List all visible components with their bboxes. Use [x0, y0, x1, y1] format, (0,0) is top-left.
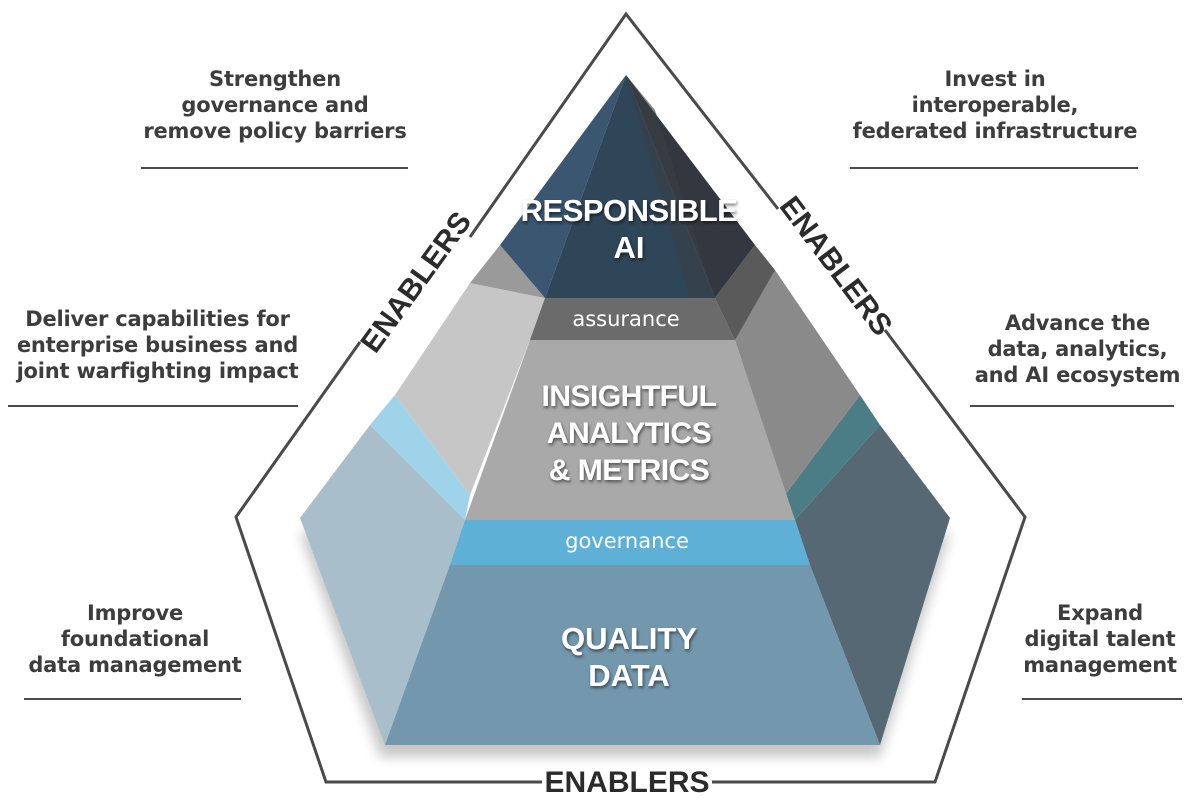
pyramid-labels: RESPONSIBLE AI INSIGHTFUL ANALYTICS & ME…: [521, 193, 738, 693]
enabler-line: foundational: [60, 627, 210, 651]
enabler-line: joint warfighting impact: [16, 359, 299, 383]
front-bottom: [385, 565, 880, 745]
right-face-bottom: [795, 425, 950, 745]
enabler-top-left: Strengthen governance and remove policy …: [120, 66, 430, 144]
enabler-line: Advance the: [1004, 311, 1151, 335]
enabler-line: interoperable,: [911, 93, 1079, 117]
enabler-line: governance and: [181, 93, 369, 117]
left-face-bottom: [300, 425, 465, 745]
layer-bottom-line2: DATA: [588, 658, 670, 693]
enabler-line: and AI ecosystem: [974, 363, 1181, 387]
divider-top-right: [850, 167, 1138, 169]
enabler-line: Strengthen: [209, 67, 341, 91]
pentagon-outline: [234, 11, 1027, 784]
enabler-bottom-right: Expand digital talent management: [1005, 600, 1195, 678]
enabler-line: remove policy barriers: [143, 119, 407, 143]
enabler-line: Expand: [1057, 601, 1143, 625]
front-governance: [450, 520, 810, 565]
enabler-line: enterprise business and: [16, 333, 299, 357]
front-assurance: [530, 298, 735, 340]
layer-middle-line1: INSIGHTFUL: [542, 380, 717, 413]
enabler-bottom-left: Improve foundational data management: [15, 600, 255, 678]
enabler-line: Improve: [86, 601, 184, 625]
front-middle: [465, 340, 795, 520]
right-face-middle: [715, 270, 860, 495]
front-top-dark: [626, 75, 715, 298]
divider-bottom-right: [1022, 698, 1182, 700]
enabler-line: federated infrastructure: [852, 119, 1138, 143]
layer-top-line2: AI: [614, 230, 645, 265]
enablers-label-bottom: ENABLERS: [544, 766, 709, 799]
pyramid: [300, 75, 950, 745]
enabler-line: digital talent: [1024, 627, 1176, 651]
enabler-line: Deliver capabilities for: [25, 307, 290, 331]
layer-governance-label: governance: [565, 529, 689, 553]
left-face-governance: [370, 395, 470, 520]
divider-mid-right: [970, 405, 1174, 407]
front-top: [545, 75, 715, 298]
enabler-mid-left: Deliver capabilities for enterprise busi…: [5, 306, 310, 384]
layer-assurance-label: assurance: [572, 307, 679, 331]
left-face-middle: [395, 283, 550, 495]
enabler-top-right: Invest in interoperable, federated infra…: [830, 66, 1160, 144]
layer-top-line1: RESPONSIBLE: [521, 193, 738, 228]
left-face-assurance: [470, 245, 545, 298]
layer-bottom-line1: QUALITY: [561, 621, 697, 656]
enabler-mid-right: Advance the data, analytics, and AI ecos…: [965, 310, 1190, 388]
enabler-line: data management: [28, 653, 242, 677]
layer-middle-line3: & METRICS: [549, 454, 710, 487]
enabler-line: data, analytics,: [987, 337, 1168, 361]
enabler-line: Invest in: [944, 67, 1046, 91]
layer-middle-line2: ANALYTICS: [547, 417, 711, 450]
divider-bottom-left: [24, 698, 241, 700]
enabler-line: management: [1023, 653, 1177, 677]
right-face-governance: [785, 395, 880, 520]
divider-mid-left: [8, 405, 298, 407]
divider-top-left: [141, 167, 408, 169]
left-face-top: [500, 75, 626, 298]
right-face-assurance: [715, 245, 775, 340]
